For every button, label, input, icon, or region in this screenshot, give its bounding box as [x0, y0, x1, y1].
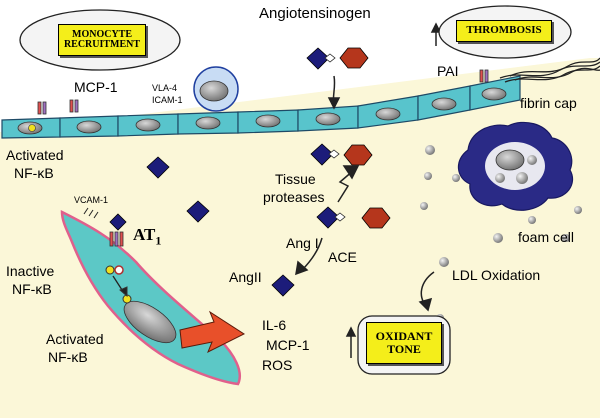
at1-sub: 1 [155, 233, 162, 248]
ldl-oxidation-label: LDL Oxidation [452, 267, 541, 283]
oxidant-line2: TONE [387, 342, 421, 356]
protease-arrow [337, 165, 360, 203]
angiotensinogen-label: Angiotensinogen [259, 5, 371, 22]
orange-arrow [179, 310, 246, 354]
oxidant-line1: OXIDANT [375, 329, 433, 344]
activated-nfkb-bottom-line2: NF-κB [48, 349, 88, 365]
angii-label: AngII [229, 269, 262, 285]
thrombosis-label: THROMBOSIS [466, 24, 542, 37]
tissue-proteases-line1: Tissue [275, 171, 316, 187]
mcp1-top-label: MCP-1 [74, 79, 118, 95]
activated-nfkb-top-line2: NF-κB [14, 165, 54, 181]
monocyte-cell [193, 66, 239, 112]
il6-label: IL-6 [262, 317, 287, 333]
angiotensin-diamonds [109, 47, 340, 297]
vcam-ticks [83, 207, 99, 219]
fibrin-cap-strands [499, 57, 600, 83]
receptor-pins [37, 69, 489, 115]
monocyte-line2: RECRUITMENT [63, 39, 141, 50]
tissue-proteases-line2: proteases [263, 189, 325, 205]
activated-nfkb-top-line1: Activated [6, 147, 64, 163]
at1-label: AT1 [133, 226, 161, 246]
ace-arrow [295, 237, 323, 276]
angiotensinogen-arrow [327, 75, 341, 110]
at1-receptor [109, 231, 124, 247]
mcp1-bottom-label: MCP-1 [266, 337, 310, 353]
vcam1-label: VCAM-1 [74, 195, 109, 205]
inactive-nfkb-line2: NF-κB [12, 281, 52, 297]
ros-label: ROS [262, 357, 293, 373]
at1-main: AT [133, 225, 156, 244]
nfkb-dot-endothelium [28, 124, 36, 132]
ang1-label: Ang I [286, 235, 319, 251]
fibrin-cap-label: fibrin cap [520, 95, 577, 111]
ldl-arrow [418, 271, 435, 312]
monocyte-recruitment-box: MONOCYTE RECRUITMENT [58, 24, 146, 56]
foam-cell-label: foam cell [518, 229, 575, 245]
nfkb-complex [105, 265, 132, 304]
ace-label: ACE [328, 249, 357, 265]
oxidant-tone-box: OXIDANT TONE [366, 322, 442, 364]
pai-label: PAI [437, 63, 459, 79]
vla4-label: VLA-4 [152, 83, 178, 93]
endothelial-nuclei [17, 87, 507, 135]
cleavage-marks [324, 53, 346, 222]
thrombosis-box: THROMBOSIS [456, 20, 552, 42]
monocyte-line1: MONOCYTE [72, 28, 132, 40]
protease-hexagons [339, 47, 391, 229]
icam1-label: ICAM-1 [152, 95, 183, 105]
activated-nfkb-bottom-line1: Activated [46, 331, 104, 347]
inactive-nfkb-line1: Inactive [6, 263, 55, 279]
foam-cell [457, 121, 574, 211]
